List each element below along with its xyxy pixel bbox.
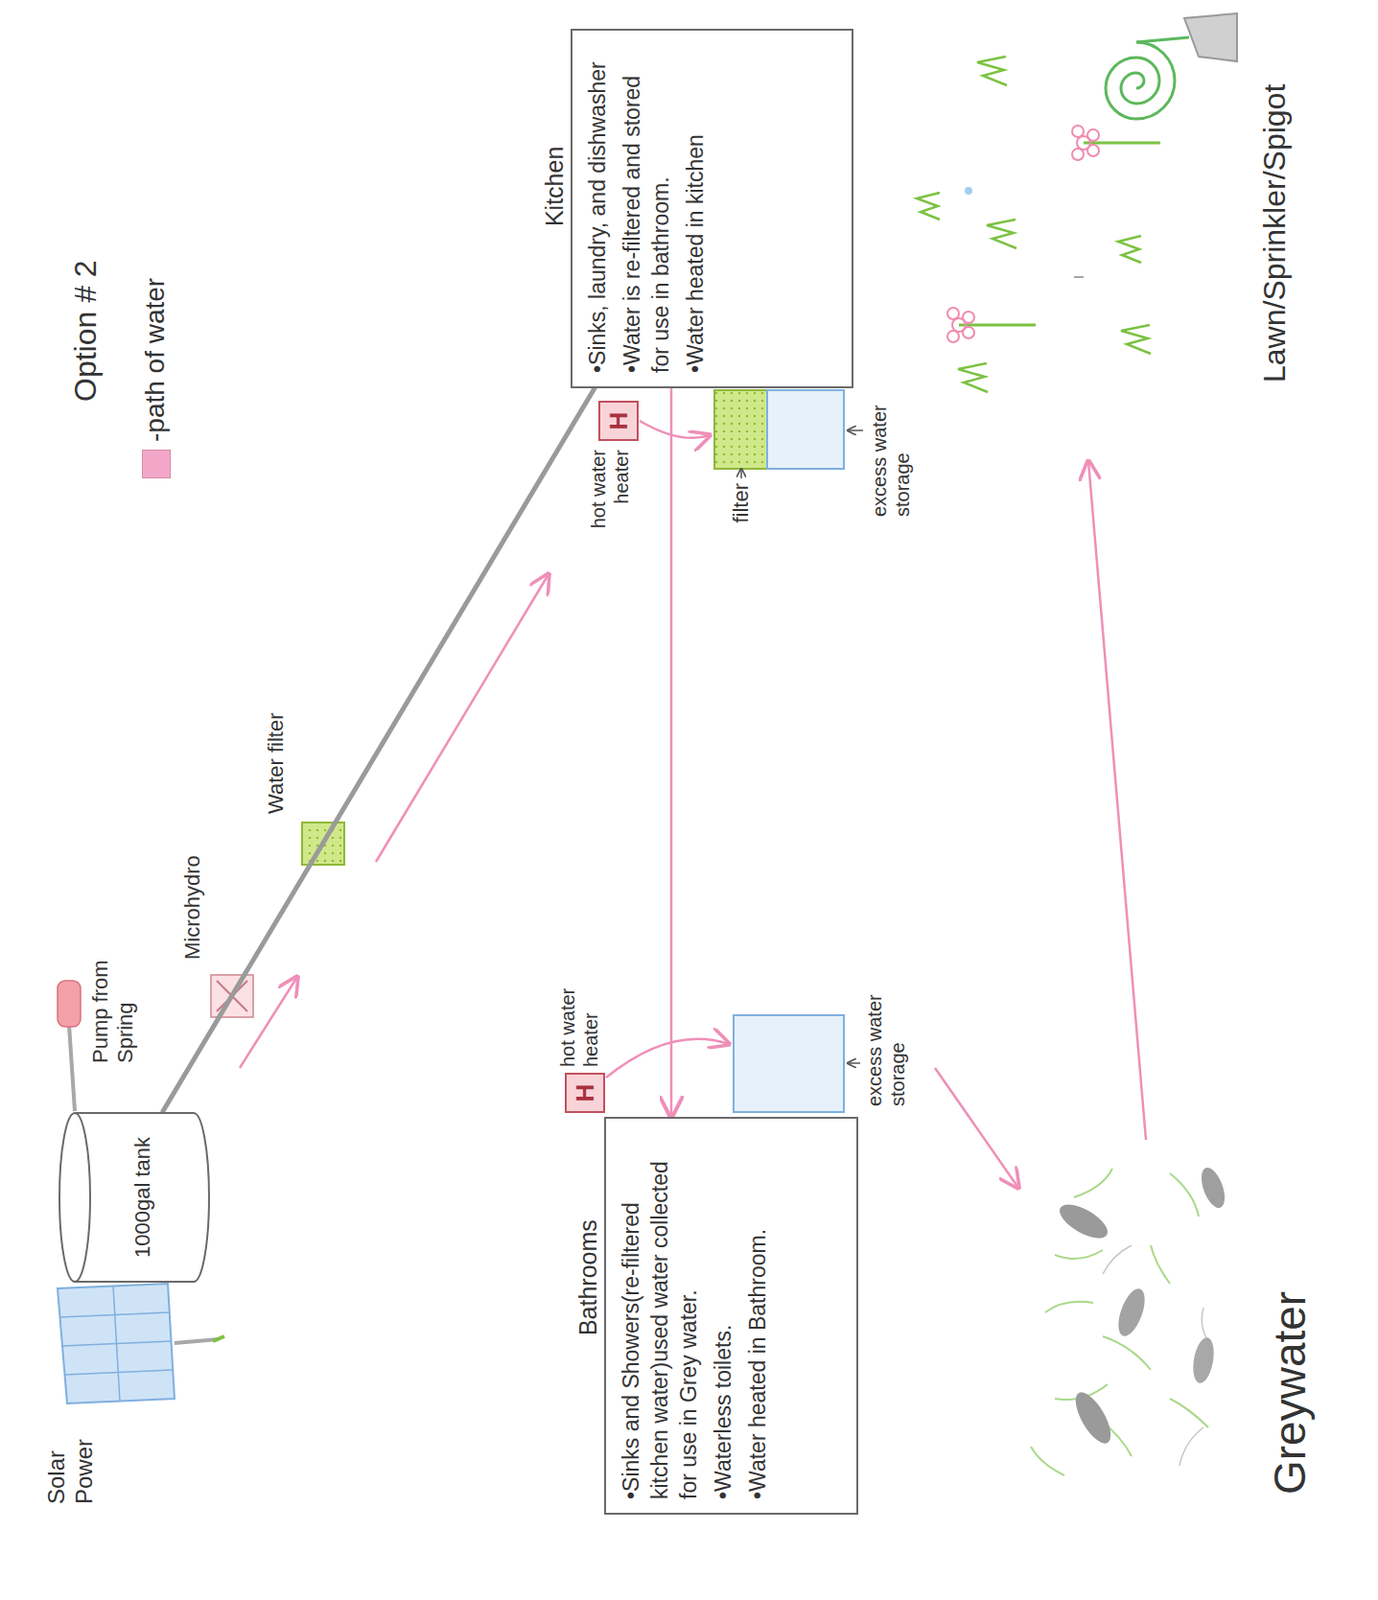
flow-arrow-part (606, 1039, 729, 1078)
solar-panel-part (212, 1336, 225, 1342)
heater-letter: H (565, 1074, 605, 1113)
greywater-marsh-part (1054, 1250, 1103, 1260)
room-heading: Bathrooms (574, 1219, 603, 1336)
greywater-marsh-part (1169, 1399, 1209, 1428)
room-note: •Waterless toilets. (709, 1132, 739, 1500)
part-label: Solar Power (43, 1408, 99, 1505)
solar-panel-part (113, 1285, 120, 1402)
leader-line (741, 430, 864, 1064)
tank-body (74, 1113, 210, 1283)
lawn-plants-part (1121, 325, 1151, 354)
lawn-plants-part (1087, 144, 1099, 157)
pump-from-spring-part (69, 1025, 75, 1112)
lawn-plants-part (1072, 125, 1084, 138)
leader-line-part (847, 429, 864, 432)
room-note: •Water is re-filtered and stored for use… (618, 44, 677, 374)
lawn-plants-part (1118, 235, 1142, 263)
part-label: Pump from Spring (88, 948, 140, 1064)
sprinkler-spigot-part (1136, 37, 1190, 43)
room-note: •Water heated in kitchen (681, 44, 711, 374)
solar-panel-part (174, 1339, 219, 1344)
lawn-plants-part (977, 56, 1007, 86)
greywater-marsh-part (1201, 1307, 1209, 1342)
sprinkler-spigot-part (1105, 42, 1175, 119)
pump-from-spring (57, 980, 81, 1112)
greywater-marsh-part (1030, 1447, 1065, 1476)
greywater-marsh-part (1074, 1168, 1113, 1198)
flow-arrow-part (375, 574, 549, 863)
water-pipe (163, 388, 595, 1112)
room-box: Bathrooms•Sinks and Showers(re-filtered … (604, 1117, 859, 1516)
greywater-marsh-part (1113, 1285, 1150, 1340)
greywater-marsh-part (1069, 1387, 1119, 1449)
greywater-marsh-part (1150, 1245, 1170, 1285)
diagram-title: Option # 2 (67, 259, 104, 402)
greywater-marsh (1030, 1165, 1230, 1476)
lawn-plants-part (962, 311, 975, 324)
sprinkler-spigot-part (1184, 13, 1238, 62)
flow-arrow-part (934, 1068, 1019, 1189)
filter-and-storage-part (714, 390, 768, 469)
greywater-marsh-part (1102, 1245, 1132, 1275)
sprinkler-spigot (1105, 13, 1238, 119)
flow-connector (670, 388, 674, 1118)
part-label: Microhydro (180, 855, 206, 960)
lawn-plants-part (916, 192, 940, 220)
part-label: excess water storage (867, 382, 914, 517)
greywater-marsh-part (1054, 1198, 1113, 1246)
greywater-marsh-part (1169, 1173, 1199, 1217)
storage-tank: 1000gal tank (57, 1111, 211, 1285)
room-note: •Sinks, laundry, and dishwasher (583, 44, 613, 374)
lawn-plants-part (1087, 129, 1099, 141)
pump-from-spring-part (57, 980, 81, 1028)
part-label: excess water storage (863, 972, 910, 1107)
heater-letter: H (599, 401, 638, 441)
flow-arrow (239, 420, 1146, 1189)
leader-line-part (847, 1062, 861, 1065)
greywater-marsh-part (1190, 1336, 1217, 1386)
lawn-plants-part (1074, 276, 1084, 279)
lawn-plants-part (1072, 148, 1084, 161)
flow-arrow-part (639, 420, 710, 439)
leader-line-part (740, 468, 743, 479)
lawn-plants-part (947, 307, 959, 320)
solar-panel-part (57, 1284, 175, 1404)
legend-text: -path of water (139, 278, 172, 443)
part-label: Water filter (263, 712, 289, 815)
part-label: hot water heater (586, 449, 633, 561)
water-heater-symbol-part (599, 401, 638, 441)
filter-and-storage-part (733, 1015, 844, 1113)
room-heading: Kitchen (540, 146, 569, 227)
part-label: filter (728, 483, 754, 546)
legend-swatch (141, 449, 171, 479)
room-note: •Water heated in Bathroom. (744, 1132, 773, 1500)
filter-and-storage (714, 390, 844, 1113)
solar-panel (57, 1284, 225, 1404)
tank-label: 1000gal tank (107, 1127, 162, 1268)
greywater-marsh-part (1045, 1302, 1094, 1313)
water-heater-symbol-part (565, 1074, 605, 1113)
area-label: Lawn/Sprinkler/Spigot (1256, 84, 1293, 383)
flow-arrow-part (1088, 461, 1146, 1141)
lawn-plants-part (947, 330, 959, 343)
lawn-plants-part (1083, 141, 1161, 145)
room-note: •Sinks and Showers(re-filtered kitchen w… (617, 1132, 704, 1500)
lawn-plants-part (964, 186, 973, 195)
tank-top (59, 1113, 91, 1283)
lawn-plants-part (957, 363, 988, 393)
greywater-marsh-part (1102, 1336, 1151, 1371)
lawn-plants (916, 56, 1161, 393)
part-label: hot water heater (556, 952, 603, 1068)
flow-arrow-part (239, 977, 298, 1069)
greywater-marsh-part (1196, 1165, 1230, 1212)
lawn-plants-part (958, 324, 1036, 327)
lawn-plants-part (962, 326, 975, 339)
room-box: Kitchen•Sinks, laundry, and dishwasher•W… (570, 28, 854, 389)
area-label: Greywater (1263, 1291, 1317, 1495)
filter-and-storage-part (767, 390, 844, 469)
lawn-plants-part (986, 219, 1017, 249)
greywater-marsh-part (1179, 1427, 1204, 1467)
